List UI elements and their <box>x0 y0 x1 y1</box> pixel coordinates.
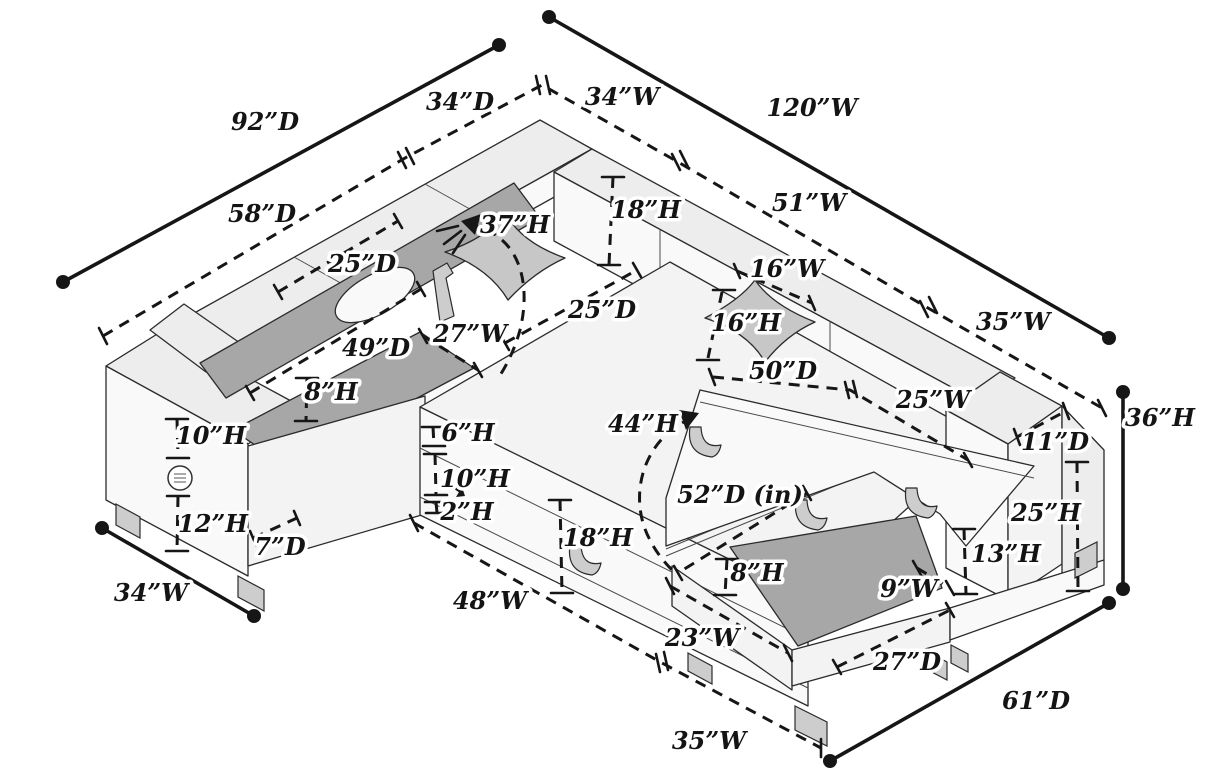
sofa-figure <box>105 119 1105 747</box>
dim-label-49d: 49”D <box>342 333 410 362</box>
dimension-lines-solid <box>56 10 1130 768</box>
dim-line-9w <box>916 566 951 590</box>
motion-arrows <box>435 214 699 497</box>
lid-burst-lines <box>435 224 467 255</box>
power-outlet-icon <box>167 465 193 491</box>
dim-line-6h <box>431 426 436 447</box>
dim-label-10h-mid: 10”H <box>440 464 511 493</box>
dim-line-25d-mid <box>504 268 638 345</box>
dim-label-25d-mid: 25”D <box>567 295 636 324</box>
dimension-lines-dashed <box>102 83 1103 750</box>
dim-line-27d <box>836 608 951 669</box>
dim-line-8h-left <box>304 377 309 422</box>
dim-line-7d <box>252 516 298 540</box>
pointer-10h <box>450 484 463 494</box>
dim-line-13h <box>962 528 968 595</box>
dim-line-16w <box>736 269 813 305</box>
dim-label-6h: 6”H <box>441 418 496 447</box>
dim-label-25w: 25”W <box>895 385 972 414</box>
dim-label-25h: 25”H <box>1010 498 1082 527</box>
storage-interior-right <box>729 515 943 647</box>
dim-label-13h: 13”H <box>971 539 1042 568</box>
dim-label-23w: 23”W <box>664 623 741 652</box>
dim-label-36h: 36”H <box>1125 403 1196 432</box>
dim-label-18h-mid: 18”H <box>563 523 634 552</box>
dim-label-16h: 16”H <box>711 308 782 337</box>
dim-label-8h-right: 8”H <box>729 558 785 587</box>
dim-line-11d <box>1016 409 1067 439</box>
dim-line-18h-top <box>607 176 615 266</box>
dim-label-18h-top: 18”H <box>611 195 682 224</box>
dim-chain-50d-25w <box>712 375 969 462</box>
dim-label-16w: 16”W <box>750 254 826 283</box>
dim-chain-top <box>102 83 1103 410</box>
dim-line-25h <box>1075 461 1080 592</box>
pillow-right <box>704 279 816 363</box>
dim-label-27w: 27”W <box>432 319 509 348</box>
dim-line-92d <box>61 43 501 284</box>
dim-label-7d: 7”D <box>254 532 306 561</box>
deck-roller-center <box>568 544 602 576</box>
dim-line-27w <box>422 334 479 372</box>
dim-label-92d: 92”D <box>231 107 299 136</box>
dim-line-120w <box>547 15 1111 340</box>
dim-line-23w <box>669 584 789 655</box>
dim-label-35w-bottom: 35”W <box>672 726 748 755</box>
arrowhead-44h <box>679 410 699 430</box>
dim-line-49d <box>249 287 422 395</box>
storage-box-side <box>791 607 951 687</box>
dim-label-37h: 37”H <box>480 210 551 239</box>
deck-roller-1 <box>688 426 722 458</box>
base-right-strip <box>949 559 1105 641</box>
dim-label-35w-top: 35”W <box>976 307 1052 336</box>
tick-marks <box>97 74 1108 759</box>
dim-label-12h: 12”H <box>178 509 249 538</box>
dim-label-10h-left: 10”H <box>176 421 247 450</box>
dim-line-8h-right <box>723 558 729 596</box>
motion-arc-44h <box>638 416 693 573</box>
dim-line-10h-mid <box>433 453 438 496</box>
dim-line-2h <box>434 501 439 514</box>
dim-line-12h-left <box>175 495 180 552</box>
dim-label-51w: 51”W <box>772 188 848 217</box>
deck-roller-2 <box>794 499 828 531</box>
dim-line-18h-mid <box>558 499 564 594</box>
arrowhead-10h <box>456 487 465 497</box>
dim-line-25d-left <box>277 219 399 294</box>
dim-line-52d <box>677 491 808 575</box>
deck-roller-3 <box>904 487 938 519</box>
dim-line-61d <box>828 601 1111 763</box>
dimension-labels: 92”D 34”D 34”W 120”W 58”D 51”W 18”H 37”H… <box>110 79 1199 759</box>
dim-label-120w: 120”W <box>767 93 860 122</box>
dim-label-2h: 2”H <box>439 497 495 526</box>
pillow-left <box>444 211 566 301</box>
dim-label-8h-left: 8”H <box>303 377 359 406</box>
dim-label-58d: 58”D <box>228 199 296 228</box>
dim-label-52d: 52”D (in) <box>677 480 803 509</box>
sofa-feet <box>115 502 1098 747</box>
dim-label-48w: 48”W <box>453 586 529 615</box>
dim-label-34d: 34”D <box>426 87 494 116</box>
dim-label-34w-top: 34”W <box>585 82 661 111</box>
dim-label-9w: 9”W <box>880 574 940 603</box>
motion-arc-37h <box>467 222 526 381</box>
dim-label-44h: 44”H <box>608 409 679 438</box>
dim-label-50d: 50”D <box>749 356 817 385</box>
lift-strut <box>432 262 455 323</box>
dim-chain-48w-35w <box>413 521 822 750</box>
dim-line-34w-left <box>100 526 256 618</box>
dim-line-10h-left <box>175 418 180 459</box>
dim-label-25d-left: 25”D <box>327 249 396 278</box>
dim-label-61d: 61”D <box>1002 686 1070 715</box>
dimension-end-dots <box>56 10 1130 768</box>
dim-label-11d: 11”D <box>1021 427 1089 456</box>
dim-label-34w-left: 34”W <box>114 578 190 607</box>
arrowhead-37h <box>461 214 481 235</box>
dim-label-27d: 27”D <box>872 647 941 676</box>
